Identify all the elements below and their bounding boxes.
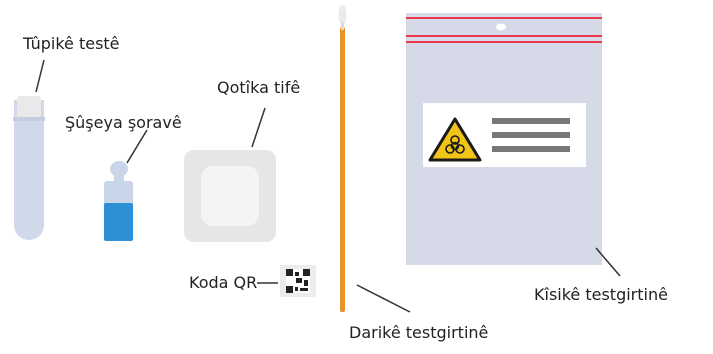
leader-drop-box [251, 107, 266, 148]
specimen-bag [406, 13, 602, 265]
leader-swab [356, 284, 411, 313]
leader-lines [35, 59, 621, 313]
bag-label: Kîsikê testgirtinê [534, 285, 668, 304]
leader-bag [595, 247, 621, 277]
qr-code-label: Koda QR [189, 273, 258, 292]
liquid-bottle-label: Şûşeya şoravê [65, 113, 182, 132]
swab [338, 5, 347, 312]
test-tube-label: Tûpikê testê [23, 34, 120, 53]
swab-label: Darikê testgirtinê [349, 323, 489, 342]
liquid-bottle [104, 161, 133, 241]
drop-box-label: Qotîka tifê [217, 78, 301, 97]
leader-liquid-bottle [126, 129, 148, 164]
test-tube [13, 96, 45, 240]
leader-test-tube [35, 59, 45, 93]
qr-code [280, 265, 316, 297]
biohazard-icon [428, 117, 482, 162]
drop-box [184, 150, 276, 242]
